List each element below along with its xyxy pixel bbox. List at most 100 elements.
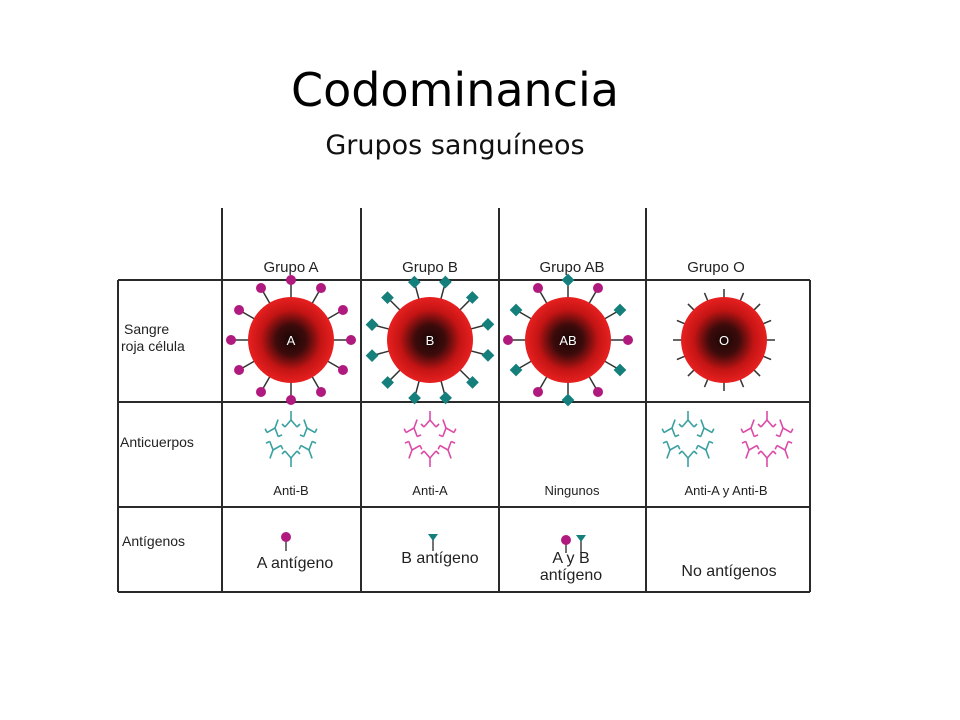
antibody-glyph xyxy=(404,440,423,459)
red-cell-b: B xyxy=(365,275,495,405)
antigen-stalk xyxy=(440,380,446,395)
row-label-antibodies: Anticuerpos xyxy=(120,434,194,450)
antigen-stalk xyxy=(603,311,617,320)
red-cell-a: A xyxy=(226,275,356,405)
b-antigen-marker xyxy=(408,275,421,289)
b-antigen-marker xyxy=(465,291,479,304)
red-blood-cell-o xyxy=(681,297,767,383)
a-antigen-marker xyxy=(286,275,296,285)
antibody-glyph xyxy=(265,440,284,459)
cell-letter-b: B xyxy=(426,333,435,348)
b-antigen-marker xyxy=(509,363,523,377)
antibody-glyph xyxy=(678,450,698,467)
antigen-stalk xyxy=(588,375,597,389)
b-antigen-marker xyxy=(481,349,495,362)
antibody-glyph xyxy=(740,419,759,438)
antigen-label-a: A antígeno xyxy=(257,555,334,572)
antigen-label-ab-line2: antígeno xyxy=(540,567,602,584)
antigen-label-b: B antígeno xyxy=(401,550,479,567)
antigen-stalk xyxy=(459,299,471,311)
antigen-stalk xyxy=(753,303,761,311)
antibody-glyph xyxy=(264,419,283,438)
antibody-cluster-anti-a-in-o xyxy=(740,411,794,467)
b-antigen-marker xyxy=(408,391,421,405)
antigen-stalk xyxy=(676,319,686,325)
antigen-stalk xyxy=(311,375,320,389)
antigen-stalk xyxy=(762,355,772,361)
a-antigen-marker xyxy=(593,386,603,397)
antibody-glyph xyxy=(774,440,793,459)
antigen-stalk xyxy=(703,292,709,302)
b-antigen-marker xyxy=(509,303,523,317)
b-antigen-marker xyxy=(381,376,395,389)
antibody-cluster-anti-b xyxy=(264,411,318,467)
antibody-glyph xyxy=(420,411,440,428)
cell-letter-a: A xyxy=(287,333,296,348)
antibody-glyph xyxy=(678,411,698,428)
antigen-stalk xyxy=(539,375,548,389)
a-antigen-marker xyxy=(226,335,236,345)
antibody-glyph xyxy=(757,450,777,467)
antibody-glyph xyxy=(403,419,422,438)
a-antigen-marker xyxy=(316,283,326,294)
slide-subtitle: Grupos sanguíneos xyxy=(325,130,585,161)
antigen-stalk xyxy=(703,378,709,388)
cell-letter-ab: AB xyxy=(559,333,576,348)
antigen-stalk xyxy=(326,360,340,369)
red-blood-cell-a xyxy=(248,297,334,383)
antigen-stalk xyxy=(375,324,390,330)
b-antigen-marker xyxy=(561,393,575,407)
antigen-stalk xyxy=(459,369,471,381)
a-antigen-marker xyxy=(503,335,513,345)
antigen-label-ab-line1: A y B xyxy=(552,550,589,567)
antibody-glyph xyxy=(438,419,457,438)
antigen-stalk xyxy=(326,311,340,320)
antibody-cluster-anti-a xyxy=(403,411,457,467)
antigen-stalk xyxy=(242,360,256,369)
antibody-glyph xyxy=(299,419,318,438)
antigen-stalk xyxy=(262,375,271,389)
antibody-glyph xyxy=(281,450,301,467)
antigen-stalk xyxy=(389,369,401,381)
antigen-stalk xyxy=(519,360,533,369)
antigen-stalk xyxy=(389,299,401,311)
antigen-icon-b xyxy=(428,534,438,551)
antigen-stalk xyxy=(539,291,548,305)
row-label-red-cell-line1: Sangre xyxy=(124,321,169,337)
b-antigen-marker xyxy=(365,318,379,331)
a-antigen-marker xyxy=(286,395,296,405)
antigen-stalk xyxy=(687,369,695,377)
table-grid xyxy=(117,208,811,593)
antibodies-label-o: Anti-A y Anti-B xyxy=(684,483,767,498)
antibody-glyph xyxy=(662,440,681,459)
b-antigen-marker xyxy=(481,318,495,331)
antigen-icon-a xyxy=(281,532,291,551)
antigen-stalk xyxy=(262,291,271,305)
b-antigen-marker xyxy=(381,291,394,305)
b-antigen-marker xyxy=(439,275,452,289)
a-antigen-marker xyxy=(593,283,603,294)
column-header-grupo-b: Grupo B xyxy=(402,259,458,276)
row-label-antigens: Antígenos xyxy=(122,533,185,549)
column-header-grupo-a: Grupo A xyxy=(263,259,318,276)
column-header-grupo-ab: Grupo AB xyxy=(539,259,604,276)
antigen-stalk xyxy=(414,285,420,300)
b-antigen-marker xyxy=(466,375,479,389)
red-blood-cell-b xyxy=(387,297,473,383)
antigen-stalk xyxy=(603,360,617,369)
antibody-glyph xyxy=(298,440,317,459)
b-antigen-marker xyxy=(613,363,627,377)
antibodies-label-b: Anti-A xyxy=(412,483,448,498)
a-antigen-marker xyxy=(337,365,348,375)
antibody-cluster-anti-b-in-o xyxy=(661,411,715,467)
a-antigen-marker xyxy=(533,283,543,294)
antigen-label-o: No antígenos xyxy=(681,563,776,580)
b-antigen-marker xyxy=(365,349,379,362)
antigen-markers-a xyxy=(226,275,356,405)
row-label-red-cell-line2: roja célula xyxy=(121,338,185,354)
a-antigen-marker xyxy=(256,386,266,397)
antigen-stalk xyxy=(676,355,686,361)
b-antigen-marker xyxy=(439,391,452,405)
antigen-stalk xyxy=(375,350,390,356)
